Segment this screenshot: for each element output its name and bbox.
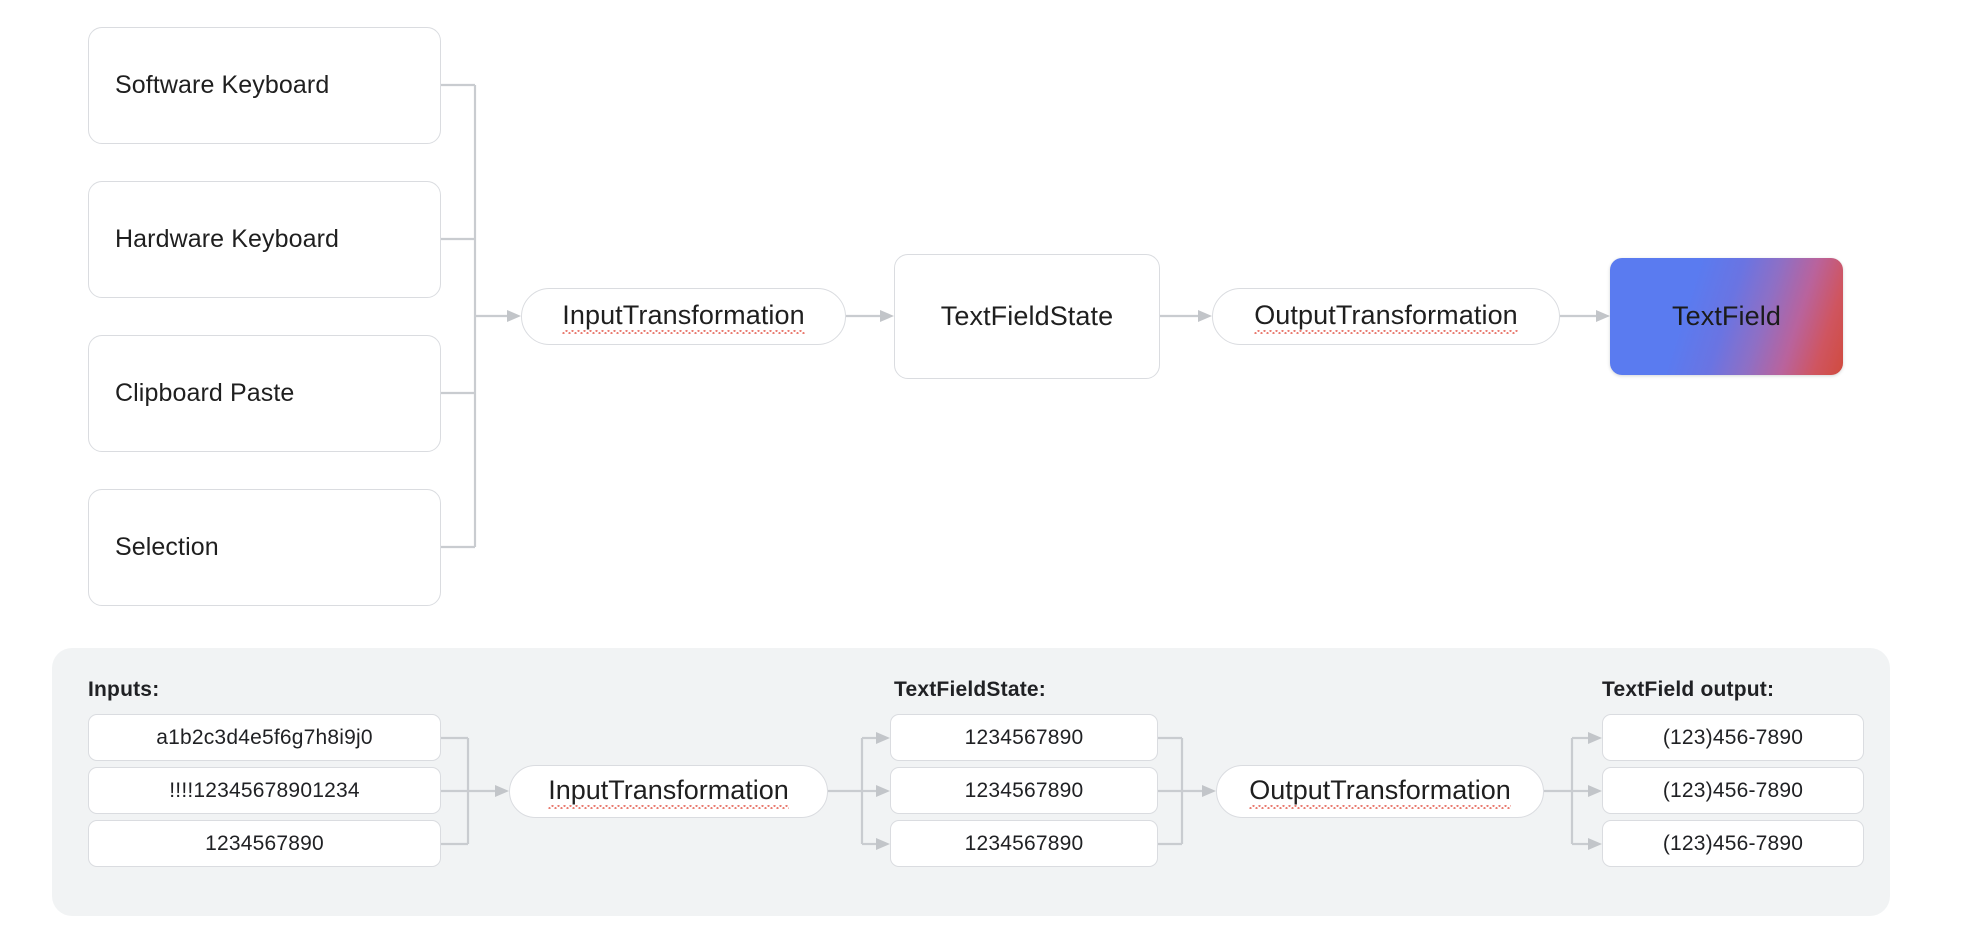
node-output-transformation[interactable]: OutputTransformation	[1212, 288, 1560, 345]
node-text-field[interactable]: TextField	[1610, 258, 1843, 375]
state-value-box[interactable]: 1234567890	[890, 714, 1158, 761]
source-label: Software Keyboard	[115, 71, 330, 99]
node-label: OutputTransformation	[1254, 300, 1518, 334]
output-value-box[interactable]: (123)456-7890	[1602, 714, 1864, 761]
node-text-field-state[interactable]: TextFieldState	[894, 254, 1160, 379]
column-header-inputs: Inputs:	[88, 678, 160, 701]
node-label: TextFieldState	[940, 301, 1114, 331]
column-header-text-field-output: TextField output:	[1602, 678, 1775, 701]
arrowhead-to-output-transformation	[1198, 310, 1212, 322]
source-label: Selection	[115, 533, 219, 561]
node-label: InputTransformation	[562, 300, 805, 334]
node-label: TextField	[1672, 301, 1781, 331]
arrowhead-to-state	[880, 310, 894, 322]
arrowhead-to-textfield	[1596, 310, 1610, 322]
output-value-box[interactable]: (123)456-7890	[1602, 767, 1864, 814]
panel-node-output-transformation[interactable]: OutputTransformation	[1216, 765, 1544, 818]
input-value-box[interactable]: 1234567890	[88, 820, 441, 867]
input-value-box[interactable]: !!!!12345678901234	[88, 767, 441, 814]
state-value-box[interactable]: 1234567890	[890, 820, 1158, 867]
source-node-hardware-keyboard[interactable]: Hardware Keyboard	[88, 181, 441, 298]
output-value-box[interactable]: (123)456-7890	[1602, 820, 1864, 867]
column-header-text-field-state: TextFieldState:	[894, 678, 1046, 701]
source-label: Hardware Keyboard	[115, 225, 340, 253]
node-input-transformation[interactable]: InputTransformation	[521, 288, 846, 345]
node-label: InputTransformation	[548, 775, 789, 809]
state-value-box[interactable]: 1234567890	[890, 767, 1158, 814]
panel-node-input-transformation[interactable]: InputTransformation	[509, 765, 828, 818]
source-node-selection[interactable]: Selection	[88, 489, 441, 606]
source-node-clipboard-paste[interactable]: Clipboard Paste	[88, 335, 441, 452]
input-value-box[interactable]: a1b2c3d4e5f6g7h8i9j0	[88, 714, 441, 761]
arrowhead-to-input-transformation	[507, 310, 521, 322]
source-node-software-keyboard[interactable]: Software Keyboard	[88, 27, 441, 144]
source-label: Clipboard Paste	[115, 379, 295, 407]
node-label: OutputTransformation	[1249, 775, 1511, 809]
